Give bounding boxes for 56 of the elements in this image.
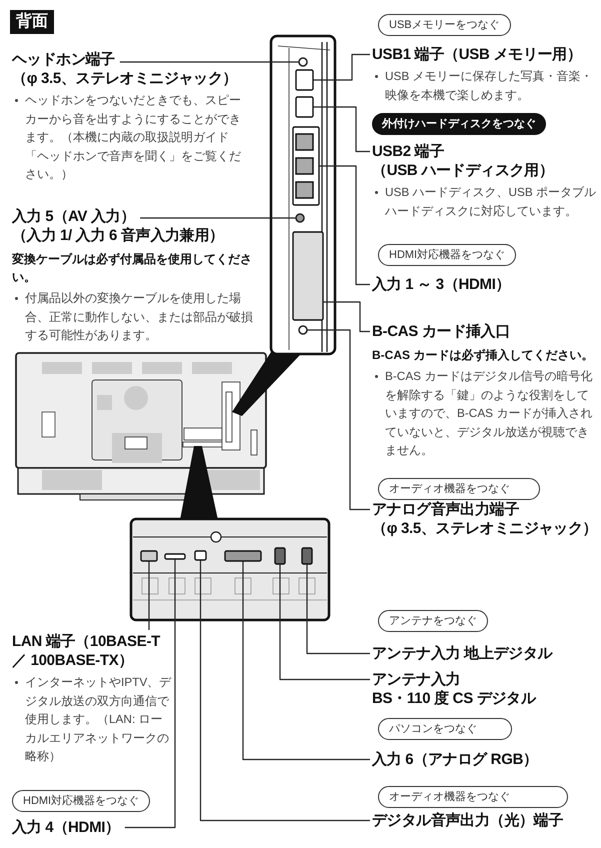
heading: デジタル音声出力（光）端子 xyxy=(372,811,564,830)
bullet-text: USB メモリーに保存した写真・音楽・映像を本機で楽しめます。 xyxy=(372,67,598,104)
optical-port xyxy=(194,550,207,561)
hdmi-port xyxy=(164,553,186,560)
leader-line xyxy=(313,106,370,152)
tag-label: HDMI対応機器をつなぐ xyxy=(12,790,150,812)
card-slot xyxy=(292,231,324,321)
heading: 入力 5（AV 入力）（入力 1/ 入力 6 音声入力兼用） xyxy=(12,207,225,245)
bullet-text: 付属品以外の変換ケーブルを使用した場合、正常に動作しない、または部品が破損する可能性があります。 xyxy=(12,289,257,344)
leader-line xyxy=(124,559,176,828)
leader-line xyxy=(306,564,370,654)
leader-line xyxy=(319,165,370,286)
leader-line xyxy=(200,560,370,822)
heading: LAN 端子（10BASE-T／ 100BASE-TX） xyxy=(12,632,162,670)
hdmi-port-group xyxy=(292,126,320,206)
bullet-text: インターネットやIPTV、デジタル放送の双方向通信で使用します。（LAN: ローカルエリアネットワークの略称） xyxy=(12,673,174,766)
leader-line xyxy=(313,54,370,81)
bullet-text: B-CAS カードはデジタル信号の暗号化を解除する「鍵」のような役割をしていますので、B-CAS カードが挿入されていないと、デジタル放送が視聴できません。 xyxy=(372,367,598,460)
heading: 入力 4（HDMI） xyxy=(12,818,121,837)
tag-label: 外付けハードディスクをつなぐ xyxy=(372,113,546,135)
leader-line xyxy=(140,217,296,219)
heading: アナログ音声出力端子（φ 3.5、ステレオミニジャック） xyxy=(372,500,598,538)
leader-line xyxy=(148,561,150,630)
tag-label: パソコンをつなぐ xyxy=(378,718,512,740)
note: 変換ケーブルは必ず付属品を使用してください。 xyxy=(12,251,253,286)
bullet-text: ヘッドホンをつないだときでも、スピーカーから音を出すようにすることができます。（本機に内蔵の取扱説明ガイド「ヘッドホンで音声を聞く」をご覧ください。） xyxy=(12,91,252,184)
leader-line xyxy=(323,301,370,332)
audio-jack xyxy=(298,325,308,335)
heading: B-CAS カード挿入口 xyxy=(372,322,512,341)
tag-label: アンテナをつなぐ xyxy=(378,610,488,632)
leader-line xyxy=(279,564,370,680)
antenna-port xyxy=(274,547,286,565)
tag-label: HDMI対応機器をつなぐ xyxy=(378,244,516,266)
heading: USB2 端子（USB ハードディスク用） xyxy=(372,142,555,180)
heading: ヘッドホン端子（φ 3.5、ステレオミニジャック） xyxy=(12,50,238,88)
usb-port xyxy=(295,96,314,118)
leader-line xyxy=(242,561,370,760)
heading: アンテナ入力 地上デジタル xyxy=(372,644,554,663)
rgb-port xyxy=(224,550,262,562)
headphone-jack xyxy=(298,57,308,67)
tag-label: オーディオ機器をつなぐ xyxy=(378,478,540,500)
tag-label: オーディオ機器をつなぐ xyxy=(378,786,568,808)
heading: アンテナ入力 BS・110 度 CS デジタル xyxy=(372,670,538,708)
antenna-port xyxy=(301,547,313,565)
heading: 入力 6（アナログ RGB） xyxy=(372,750,539,769)
usb-port xyxy=(295,69,314,91)
bullet-text: USB ハードディスク、USB ポータブルハードディスクに対応しています。 xyxy=(372,183,598,220)
lan-port xyxy=(140,550,158,562)
tag-label: USBメモリーをつなぐ xyxy=(378,14,511,36)
av-jack xyxy=(295,213,305,223)
leader-line xyxy=(120,61,299,63)
heading: USB1 端子（USB メモリー用） xyxy=(372,45,583,64)
leader-line xyxy=(307,329,370,510)
note: B-CAS カードは必ず挿入してください。 xyxy=(372,347,594,364)
heading: 入力 1 ～ 3（HDMI） xyxy=(372,275,512,294)
section-heading: 背面 xyxy=(10,10,54,34)
